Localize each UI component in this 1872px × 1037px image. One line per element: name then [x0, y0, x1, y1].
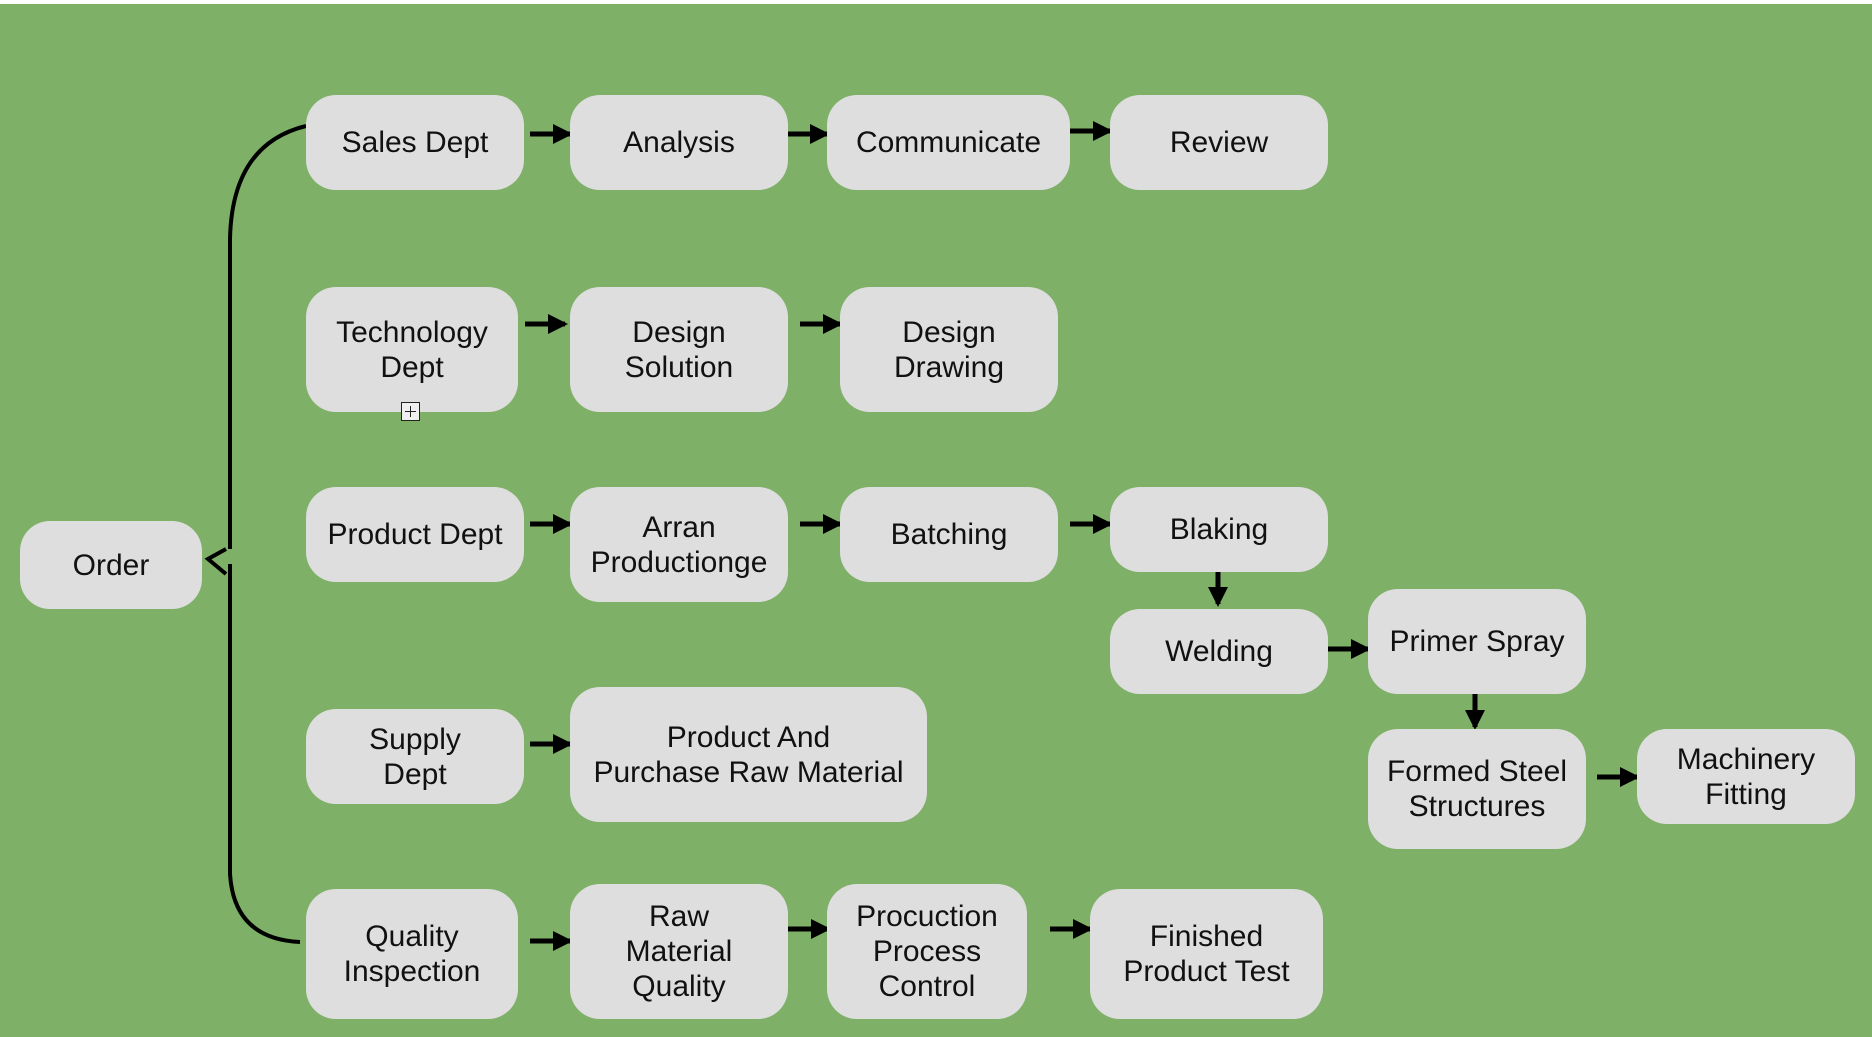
connector-layer — [204, 121, 1640, 951]
node-blaking[interactable]: Blaking — [1110, 487, 1328, 572]
node-formed-steel-structures[interactable]: Formed Steel Structures — [1368, 729, 1586, 849]
root-bracket-tip — [204, 547, 228, 576]
node-quality-inspection[interactable]: Quality Inspection — [306, 889, 518, 1019]
node-procuction-process-control[interactable]: Procuction Process Control — [827, 884, 1027, 1019]
node-sales-dept[interactable]: Sales Dept — [306, 95, 524, 190]
node-order[interactable]: Order — [20, 521, 202, 609]
node-design-drawing[interactable]: Design Drawing — [840, 287, 1058, 412]
diagram-canvas: Order Sales Dept Analysis Communicate Re… — [0, 4, 1872, 1037]
node-review[interactable]: Review — [1110, 95, 1328, 190]
node-communicate[interactable]: Communicate — [827, 95, 1070, 190]
node-supply-dept[interactable]: Supply Dept — [306, 709, 524, 804]
root-bracket-line — [228, 124, 307, 549]
node-product-and-purchase[interactable]: Product And Purchase Raw Material — [570, 687, 927, 822]
node-batching[interactable]: Batching — [840, 487, 1058, 582]
node-design-solution[interactable]: Design Solution — [570, 287, 788, 412]
node-welding[interactable]: Welding — [1110, 609, 1328, 694]
root-bracket-line — [228, 564, 301, 944]
node-raw-material-quality[interactable]: Raw Material Quality — [570, 884, 788, 1019]
node-finished-product-test[interactable]: Finished Product Test — [1090, 889, 1323, 1019]
node-arran-productionge[interactable]: Arran Productionge — [570, 487, 788, 602]
node-machinery-fitting[interactable]: Machinery Fitting — [1637, 729, 1855, 824]
expand-collapse-icon[interactable] — [401, 402, 420, 421]
node-product-dept[interactable]: Product Dept — [306, 487, 524, 582]
node-technology-dept[interactable]: Technology Dept — [306, 287, 518, 412]
node-analysis[interactable]: Analysis — [570, 95, 788, 190]
node-primer-spray[interactable]: Primer Spray — [1368, 589, 1586, 694]
